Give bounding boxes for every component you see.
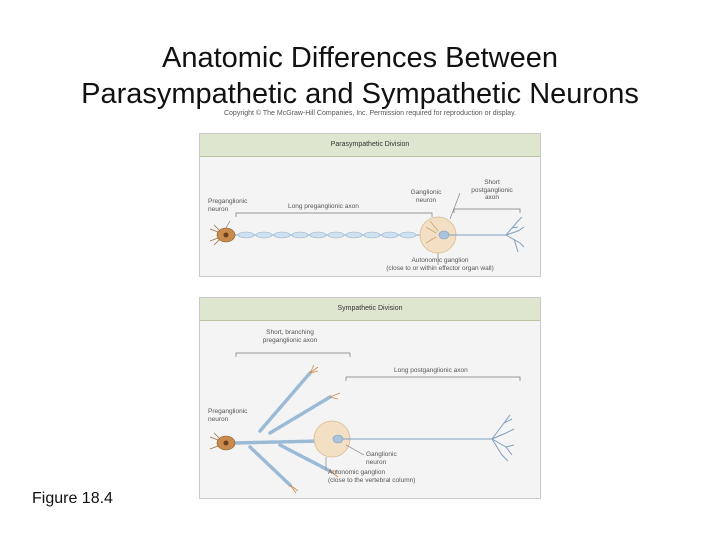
preganglionic-cell-body [209, 224, 236, 246]
short-branching-preganglionic-axon [232, 371, 332, 487]
sym-preganglionic-neuron-label: Preganglionic neuron [208, 408, 248, 423]
title-line-1: Anatomic Differences Between [161, 42, 558, 74]
copyright-notice: Copyright © The McGraw-Hill Companies, I… [223, 110, 516, 117]
preganglionic-leader [225, 220, 231, 229]
parasympathetic-svg [209, 192, 525, 265]
para-ganglionic-neuron-label: Ganglionic neuron [410, 189, 442, 204]
sym-autonomic-ganglion-label: Autonomic ganglion (close to the vertebr… [328, 469, 416, 484]
short-branching-bracket [235, 352, 351, 357]
long-axon-bracket [235, 212, 433, 217]
ganglionic-neuron-leader [449, 192, 461, 220]
parasympathetic-panel: Parasympathetic Division [199, 133, 541, 277]
branch-terminals [289, 364, 341, 494]
parasympathetic-header: Parasympathetic Division [200, 134, 540, 157]
figure-caption: Figure 18.4 [32, 490, 113, 507]
sympathetic-panel: Sympathetic Division [199, 297, 541, 499]
ganglionic-neuron-leader [345, 444, 365, 456]
para-autonomic-ganglion-label: Autonomic ganglion (close to or within e… [386, 257, 494, 272]
parasympathetic-diagram: Preganglionic neuron Long preganglionic … [200, 157, 540, 276]
long-postganglionic-bracket [345, 376, 521, 381]
sympathetic-ganglion [313, 420, 351, 458]
short-axon-bracket [453, 208, 521, 213]
sym-short-branching-label: Short, branching preganglionic axon [262, 329, 318, 344]
slide-title: Anatomic Differences Between Parasympath… [0, 40, 720, 112]
para-short-axon-label: Short postganglionic axon [471, 179, 513, 201]
short-postganglionic-axon [449, 216, 525, 253]
sympathetic-svg [209, 352, 521, 494]
para-preganglionic-neuron-label: Preganglionic neuron [208, 198, 248, 213]
para-long-axon-label: Long preganglionic axon [288, 203, 359, 210]
long-preganglionic-axon [232, 231, 432, 239]
title-line-2: Parasympathetic and Sympathetic Neurons [81, 78, 639, 110]
sym-long-postganglionic-label: Long postganglionic axon [394, 367, 468, 374]
long-postganglionic-axon [343, 414, 515, 462]
sym-preganglionic-cell-body [209, 432, 236, 451]
sym-ganglionic-neuron-label: Ganglionic neuron [366, 451, 397, 466]
sympathetic-diagram: Short, branching preganglionic axon Preg… [200, 321, 540, 498]
sympathetic-header: Sympathetic Division [200, 298, 540, 321]
